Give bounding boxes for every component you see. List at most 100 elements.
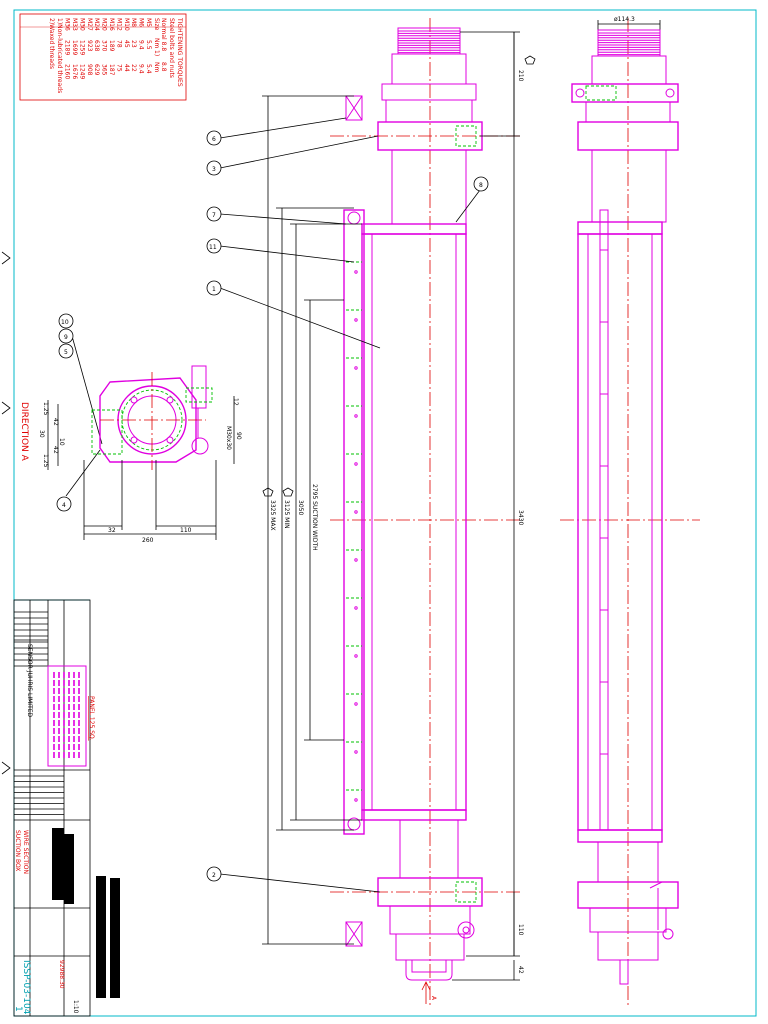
dim-dia-top: ø114.3 <box>614 16 635 23</box>
dim-32: 32 <box>108 527 116 534</box>
pentagon-mark-3 <box>524 55 536 65</box>
redacted-block-3 <box>96 876 106 998</box>
torque-note-1: 1)Non-lubricated threads <box>56 18 63 93</box>
torque-row-size: M5 <box>145 18 152 27</box>
dim-110-detail: 110 <box>180 527 192 534</box>
side-view: ø114.3 <box>560 16 700 1008</box>
balloon-10 <box>58 313 74 329</box>
torque-row-size: M6 <box>138 18 145 27</box>
dim-10: 10 <box>58 438 65 446</box>
side-rail <box>343 209 365 835</box>
torque-row-other: 187 <box>108 64 115 76</box>
sheet-border <box>13 9 757 1017</box>
balloon-9-label: 9 <box>64 334 68 341</box>
dim-3325: 3325 MAX <box>269 500 276 531</box>
tube-body <box>361 233 467 811</box>
torque-header-unit: Nm <box>153 38 160 48</box>
balloon-2-label: 2 <box>212 872 216 879</box>
frame-marker-3 <box>1 401 11 415</box>
upper-flange <box>361 223 467 235</box>
torque-header-normal: Normal 8.8 <box>160 18 167 51</box>
torque-row-size: M33 <box>71 18 78 31</box>
balloon-2 <box>206 866 222 882</box>
torque-row-normal: 5.5 <box>145 40 152 50</box>
tb-title-line2: SUCTION BOX <box>14 830 21 871</box>
dim-125-b: 1.25 <box>42 454 49 468</box>
top-collar <box>381 83 477 101</box>
top-bearing-housing <box>385 99 473 123</box>
balloon-4-label: 4 <box>62 502 66 509</box>
torque-row-size: M20 <box>101 18 108 31</box>
dim-210: 210 <box>517 70 524 82</box>
torque-row-size: M30 <box>78 18 85 31</box>
torque-header-size: Size <box>153 18 160 31</box>
torque-row-other: 365 <box>101 64 108 76</box>
torque-row-other: 1249 <box>78 64 85 79</box>
torque-row-normal: 23 <box>130 40 137 48</box>
balloon-10-label: 10 <box>61 319 69 326</box>
torque-row-size: M10 <box>123 18 130 31</box>
torque-header-unit2: Nm <box>153 62 160 72</box>
redacted-block-1 <box>52 828 64 900</box>
tb-title-line1: WIRE SECTION <box>22 830 29 874</box>
torque-row-other: 5.4 <box>145 64 152 74</box>
redacted-block-4 <box>110 878 120 998</box>
torque-row-size: M24 <box>93 18 100 31</box>
torque-note-2: 2)Waxed threads <box>48 18 55 69</box>
dim-12: 12 <box>232 398 239 406</box>
tb-sheet-no: ISSP-03-104 <box>21 960 31 1015</box>
dim-m30: M30x30 <box>225 426 232 450</box>
balloon-6 <box>206 130 222 146</box>
tb-drawing-no: 92988.30 <box>58 960 65 989</box>
torque-row-other: 2160 <box>64 64 71 79</box>
direction-a-detail: 32 110 260 90 M30x30 12 1.25 1.25 42 42 … <box>19 365 242 544</box>
dim-125-a: 1.25 <box>42 402 49 416</box>
frame-marker-1 <box>1 251 11 265</box>
balloon-7 <box>206 206 222 222</box>
torque-row-normal: 45 <box>123 40 130 48</box>
torque-row-normal: 1259 <box>78 40 85 55</box>
dim-3050: 3050 <box>297 500 304 515</box>
balloon-11 <box>206 238 222 254</box>
balloon-5 <box>58 343 74 359</box>
torque-row-other: 1676 <box>71 64 78 79</box>
view-arrow-a: A <box>421 981 437 1004</box>
pentagon-mark-2 <box>282 487 294 497</box>
top-bracket <box>345 95 363 121</box>
dim-3125: 3125 MIN <box>283 500 290 529</box>
torque-row-size: M8 <box>130 18 137 27</box>
dim-90: 90 <box>235 432 242 440</box>
torque-title: TIGHTENING TORQUES <box>176 17 183 87</box>
tb-scale: 1:10 <box>72 1000 79 1014</box>
torque-row-other: 44 <box>123 64 130 72</box>
dim-110: 110 <box>517 924 524 936</box>
dim-42: 42 <box>517 966 524 974</box>
top-neck <box>391 53 467 85</box>
detail-housing <box>99 377 197 463</box>
balloon-7-label: 7 <box>212 212 216 219</box>
torque-row-normal: 2189 <box>64 40 71 55</box>
tb-sheet: 1 <box>13 1006 23 1012</box>
torque-row-size: M12 <box>115 18 122 31</box>
dim-2795: 2795 SUCTION WIDTH <box>311 484 318 551</box>
bottom-bolt-head <box>457 921 475 939</box>
torque-row-normal: 78 <box>115 40 122 48</box>
balloon-3 <box>206 160 222 176</box>
dim-260: 260 <box>142 537 154 544</box>
dim-42-a: 42 <box>52 418 59 426</box>
balloon-8 <box>473 176 489 192</box>
top-shaft <box>391 149 467 225</box>
torque-row-normal: 923 <box>86 40 93 52</box>
dim-30: 30 <box>38 430 45 438</box>
balloon-group: 6 3 8 7 11 1 10 9 5 4 2 <box>56 117 489 893</box>
torque-header-col2: 8.8 <box>160 62 167 72</box>
arrow-a-label: A <box>430 996 437 1001</box>
torque-row-normal: 638 <box>93 40 100 52</box>
torque-row-normal: 9.4 <box>138 40 145 50</box>
title-block: PANEL 125 SQ. SENSOR JUHRIS LIMITED WIRE… <box>13 599 120 1017</box>
bottom-shaft <box>399 819 459 879</box>
panel-label: PANEL 125 SQ. <box>88 696 95 741</box>
balloon-9 <box>58 328 74 344</box>
torque-table: TIGHTENING TORQUES Steel bolts and nuts … <box>19 13 187 101</box>
balloon-3-label: 3 <box>212 166 216 173</box>
